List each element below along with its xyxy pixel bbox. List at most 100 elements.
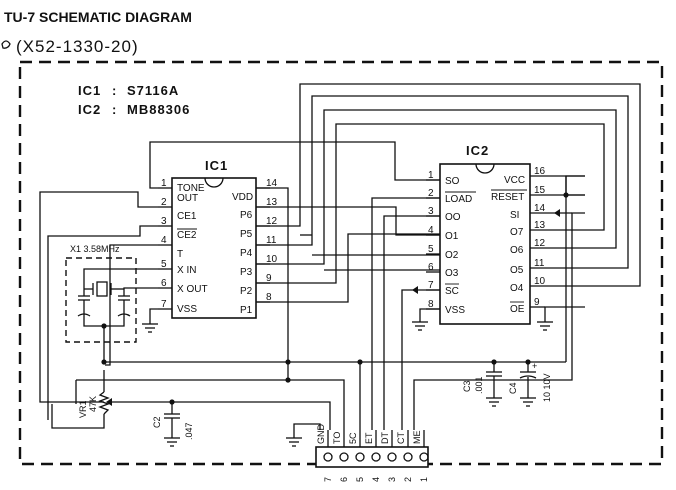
legend-ic2-sep: : xyxy=(112,102,117,117)
ground-icon xyxy=(164,437,180,447)
ic2-pin-label: RESET xyxy=(491,192,524,203)
ic1-pin-label: P5 xyxy=(240,229,253,240)
connector-label-gnd: GND xyxy=(316,424,326,445)
ic2-pin-num: 8 xyxy=(428,299,434,310)
ic2-pin-num: 11 xyxy=(534,258,545,269)
ic2-pin-label: VSS xyxy=(445,305,465,316)
ic1-pin-num: 6 xyxy=(161,278,167,289)
c2-value: .047 xyxy=(184,422,194,440)
ic1-pin-label: P3 xyxy=(240,267,253,278)
ic1-pin-label: P6 xyxy=(240,210,253,221)
connector-label-et: ET xyxy=(364,432,374,444)
c3-ref: C3 xyxy=(462,380,472,392)
connector-label-me: ME xyxy=(412,431,422,445)
connector-7pin: GND TO 5C ET DT CT ME 7 6 5 4 3 2 1 xyxy=(315,424,429,482)
ic1-pin-label: CE1 xyxy=(177,211,197,222)
board-outline xyxy=(18,60,664,466)
ic2-right-pins: 16 15 14 13 12 11 10 9 VCC RESET SI O7 O… xyxy=(491,166,585,315)
connector-label-dt: DT xyxy=(380,432,390,444)
ic1-pin-label: T xyxy=(177,249,183,260)
ic1-pin-label: P4 xyxy=(240,248,253,259)
ic2-pin-num: 5 xyxy=(428,244,434,255)
connector-label-ct: CT xyxy=(396,432,406,444)
legend-ic1-sep: : xyxy=(112,83,117,98)
c2-ref: C2 xyxy=(152,416,162,428)
ic2-pin-num: 12 xyxy=(534,238,546,249)
vr1-potentiometer: VR1 47K xyxy=(78,391,112,418)
ic2-pin-num: 2 xyxy=(428,188,434,199)
ic1-pin-label: P2 xyxy=(240,286,253,297)
ic2-pin-label: O4 xyxy=(510,283,524,294)
crystal-x1: X1 3.58MHz xyxy=(65,244,137,343)
ic1-pin-num: 1 xyxy=(161,178,167,189)
capacitor-c3: C3 .001 xyxy=(462,371,502,394)
connector-pin-num: 6 xyxy=(339,477,349,482)
vr1-ref: VR1 xyxy=(78,400,88,418)
ic2-pin-num: 4 xyxy=(428,225,434,236)
ic2-left-pins: 1 2 3 4 5 6 7 8 SO LOAD OO O1 O2 O3 SC V… xyxy=(426,170,476,316)
ic2-pin-label: O1 xyxy=(445,231,459,242)
ic1-pin-num: 12 xyxy=(266,216,278,227)
ground-icon xyxy=(412,321,428,331)
ic2-pin-num: 14 xyxy=(534,203,546,214)
ic1-pin-num: 4 xyxy=(161,235,167,246)
c4-value: 10 10V xyxy=(542,373,552,402)
ic1-pin-label: P1 xyxy=(240,305,253,316)
ic1-pin-num: 11 xyxy=(266,235,277,246)
connector-pin-num: 3 xyxy=(387,477,397,482)
ic1-pin-num: 9 xyxy=(266,273,272,284)
junction-dots xyxy=(101,192,569,405)
ic2-pin-label: SI xyxy=(510,210,519,221)
ic-legend: IC1 : S7116A IC2 : MB88306 xyxy=(78,83,189,117)
connector-label-5c: 5C xyxy=(348,432,358,444)
ic1-pin-label: CE2 xyxy=(177,230,197,241)
ic1-pin-num: 13 xyxy=(266,197,278,208)
ic1-name: IC1 xyxy=(205,158,228,173)
model-number: (X52-1330-20) xyxy=(16,37,139,56)
ground-icon xyxy=(286,437,302,447)
ic2-chip: IC2 1 2 3 4 5 6 7 8 SO LOAD OO O1 O2 O3 … xyxy=(426,143,585,325)
ic2-pin-label: O7 xyxy=(510,227,524,238)
connector-pin-num: 1 xyxy=(419,477,429,482)
connector-pin-num: 7 xyxy=(323,477,333,482)
legend-ic1-part: S7116A xyxy=(127,83,179,98)
ic1-pin-num: 10 xyxy=(266,254,278,265)
connector-label-to: TO xyxy=(332,432,342,444)
ic2-pin-num: 1 xyxy=(428,170,434,181)
ic1-left-pins: 1 2 3 4 5 6 7 TONE OUT CE1 CE2 T X IN X … xyxy=(158,178,208,315)
ic1-pin-label: X IN xyxy=(177,265,196,276)
connector-pin-num: 4 xyxy=(371,477,381,482)
vr1-value: 47K xyxy=(88,396,98,412)
ic2-pin-label: O6 xyxy=(510,245,524,256)
ic2-pin-label: OO xyxy=(445,212,461,223)
page-title: TU-7 SCHEMATIC DIAGRAM xyxy=(4,9,192,25)
connector-pin-num: 2 xyxy=(403,477,413,482)
connector-pin-num: 5 xyxy=(355,477,365,482)
ic2-pin-num: 3 xyxy=(428,206,434,217)
c3-value: .001 xyxy=(474,376,484,394)
hand-pointer-icon xyxy=(1,40,11,49)
ground-icon xyxy=(142,323,158,333)
ic1-pin-num: 14 xyxy=(266,178,278,189)
ic2-pin-num: 9 xyxy=(534,297,540,308)
ic2-pin-num: 15 xyxy=(534,185,546,196)
ic2-pin-label: OE xyxy=(510,304,525,315)
c4-polarity: + xyxy=(532,361,537,371)
ic2-pin-num: 6 xyxy=(428,262,434,273)
crystal-label: X1 3.58MHz xyxy=(70,244,120,254)
ic2-pin-label: O2 xyxy=(445,250,459,261)
ic2-pin-label: SC xyxy=(445,286,459,297)
ic2-name: IC2 xyxy=(466,143,489,158)
ic2-pin-num: 16 xyxy=(534,166,546,177)
ic1-pin-num: 2 xyxy=(161,197,167,208)
ic1-pin-num: 5 xyxy=(161,259,167,270)
ic1-chip: IC1 1 2 3 4 5 6 7 TONE OUT CE1 CE2 T X I… xyxy=(158,158,278,319)
ic1-pin-num: 7 xyxy=(161,299,167,310)
ic2-pin-num: 7 xyxy=(428,280,434,291)
c4-ref: C4 xyxy=(508,382,518,394)
ground-icon xyxy=(537,321,553,331)
ic2-pin-label: LOAD xyxy=(445,194,472,205)
ground-icon xyxy=(520,397,536,407)
capacitor-c2: C2 .047 xyxy=(152,413,194,440)
capacitor-c4: + C4 10 10V xyxy=(508,361,552,402)
